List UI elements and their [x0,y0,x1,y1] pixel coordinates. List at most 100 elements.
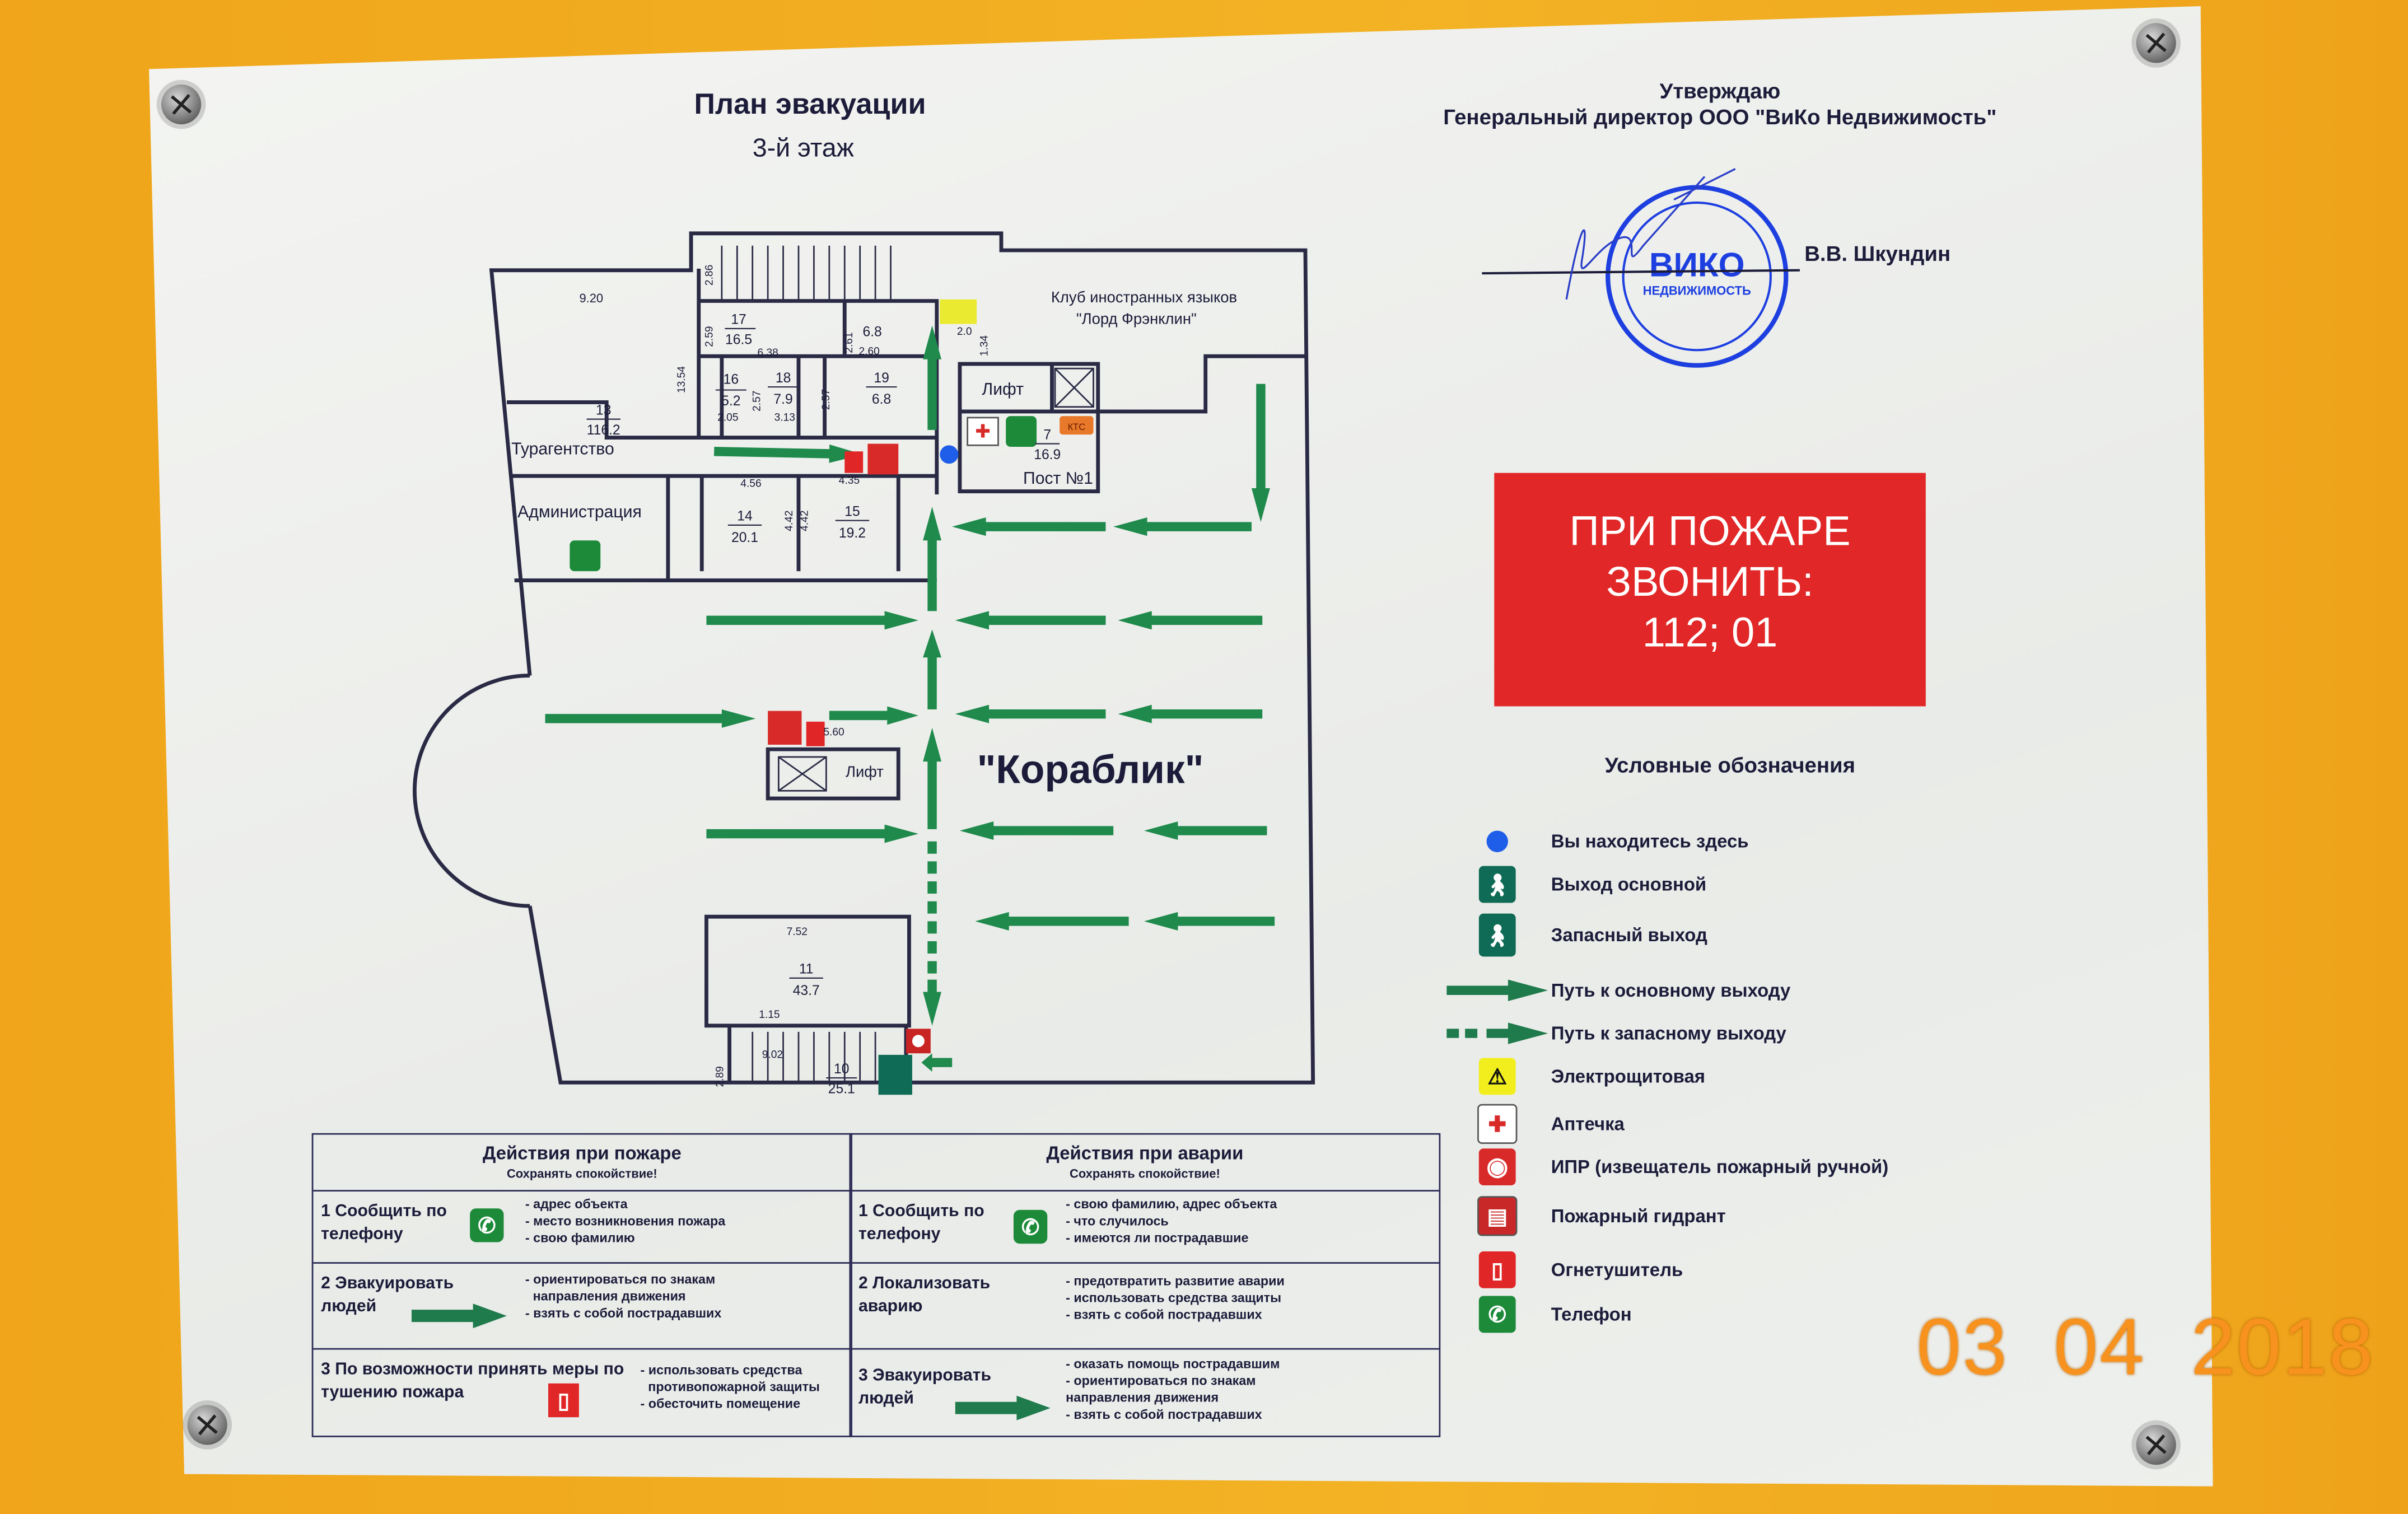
dimension: 4.35 [839,475,860,487]
action-notes: - адрес объекта- место возникновения пож… [525,1196,726,1246]
room-area: 19.2 [839,526,866,541]
legend-title: Условные обозначения [1604,752,1856,777]
dimension: 2.0 [957,326,972,338]
dimension: 2.86 [703,265,715,286]
legend-label: Путь к запасному выходу [1551,1022,1786,1044]
stamp-and-signature: ВИКО НЕДВИЖИМОСТЬ [1482,168,1800,368]
first-aid-icon [967,417,999,446]
dimension: 1.34 [978,335,990,357]
room-number: 11 [799,962,814,977]
legend-item: 🚶︎ Выход основной [1444,865,1706,904]
legend-item: ✆ Телефон [1444,1295,1632,1334]
room-name-administration: Администрация [517,503,642,521]
telephone-icon: ✆ [470,1208,504,1242]
dimension: 2.60 [858,345,879,357]
spare-exit-path-dash [927,961,937,974]
spare-exit-path-dash [927,941,937,954]
table-title: Действия при пожаре [482,1142,682,1164]
table-row: 2 Эвакуировать людей - ориентироваться п… [313,1262,851,1349]
main-exit-arrow [1113,517,1252,536]
approval-position: Генеральный директор ООО "ВиКо Недвижимо… [1443,104,1997,129]
action-label: 1 Сообщить по телефону [321,1202,447,1244]
fire-call-notice: ПРИ ПОЖАРЕ ЗВОНИТЬ: 112; 01 [1494,473,1926,707]
action-label: 1 Сообщить по телефону [858,1202,984,1244]
screw-icon [161,84,202,125]
room-area: 20.1 [731,530,758,545]
fraction-lines [586,328,1060,1079]
dimension: 2.57 [820,389,832,410]
legend-label: Запасный выход [1551,924,1707,946]
legend-item: ✚Аптечка [1444,1104,1625,1144]
legend-label: Пожарный гидрант [1551,1205,1726,1227]
room-number: 16 [724,372,739,387]
table-row: 3 По возможности принять меры по тушению… [313,1348,851,1437]
legend-item: ⚠Электрощитовая [1444,1057,1705,1096]
main-exit-arrow [923,727,942,829]
telephone-icon [1006,416,1037,447]
legend-item: Путь к основному выходу [1444,970,1790,1010]
evacuation-arrow-icon [411,1303,507,1329]
action-label: 2 Локализовать аварию [858,1274,991,1316]
room-number: 18 [776,371,791,386]
main-exit-arrow [1251,384,1270,522]
main-exit-arrow [1118,704,1263,723]
legend-label: Выход основной [1551,873,1707,895]
dashed-arrow-icon [1446,1022,1548,1044]
legend-item: Вы находитесь здесь [1444,821,1748,861]
room-number: 19 [874,371,889,386]
spare-exit-path-dash [927,921,937,934]
evacuation-arrow-icon [955,1395,1051,1420]
telephone-icon: ✆ [1013,1209,1048,1244]
dimension: 3.13 [774,412,795,423]
main-exit-icon: 🚶︎ [1478,866,1516,903]
dimension: 1.15 [759,1009,780,1021]
svg-text:✚: ✚ [975,421,991,442]
legend-label: Огнетушитель [1551,1259,1683,1281]
high-voltage-icon [940,299,977,324]
dimension: 4.42 [799,510,810,531]
walls [413,231,1315,1085]
room-number: 14 [737,509,752,524]
you-are-here-icon [940,445,959,464]
main-exit-arrow [706,611,918,630]
action-label: 3 По возможности принять меры по тушению… [321,1360,624,1402]
legend-label: Аптечка [1551,1113,1625,1135]
legend-label: Электрощитовая [1551,1066,1705,1087]
legend-item: ▤Пожарный гидрант [1444,1196,1726,1236]
room-area: 116.2 [587,423,620,438]
dimension: 6.38 [757,347,778,359]
main-exit-arrow [1144,912,1275,931]
approval-heading: Утверждаю [1659,78,1781,103]
dimension: 4.56 [740,478,761,489]
table-subtitle: Сохранять спокойствие! [1070,1167,1220,1181]
kts-badge [1060,416,1094,435]
room-name-travel-agency: Турагентство [511,440,614,459]
main-exit-arrow [829,706,918,725]
spare-exit-icon: 🚶︎ [1478,913,1516,957]
solid-arrow-icon [1446,979,1548,1001]
fire-extinguisher-icon: ▯ [1478,1251,1516,1288]
lift-label: Лифт [846,763,884,781]
dimension: 2.89 [715,1066,726,1087]
room-area: 6.8 [862,325,881,340]
table-row: 1 Сообщить по телефону ✆ - адрес объекта… [313,1190,851,1264]
dimension: 7.52 [787,926,808,938]
signer-name: В.В. Шкундин [1804,241,1951,266]
plan-title: План эвакуации [694,89,926,122]
fire-call-line1: ПРИ ПОЖАРЕ [1569,508,1851,554]
lift-label: Лифт [982,380,1024,399]
legend-label: Телефон [1551,1303,1632,1325]
room-area: 43.7 [793,983,820,998]
legend-item: 🚶︎ Запасный выход [1444,913,1707,957]
svg-text:НЕДВИЖИМОСТЬ: НЕДВИЖИМОСТЬ [1643,284,1751,298]
spare-exit-path-dash [927,861,937,874]
telephone-icon: ✆ [1478,1296,1516,1333]
room-area: 25.1 [828,1082,855,1097]
action-notes: - предотвратить развитие аварии- использ… [1066,1273,1285,1323]
